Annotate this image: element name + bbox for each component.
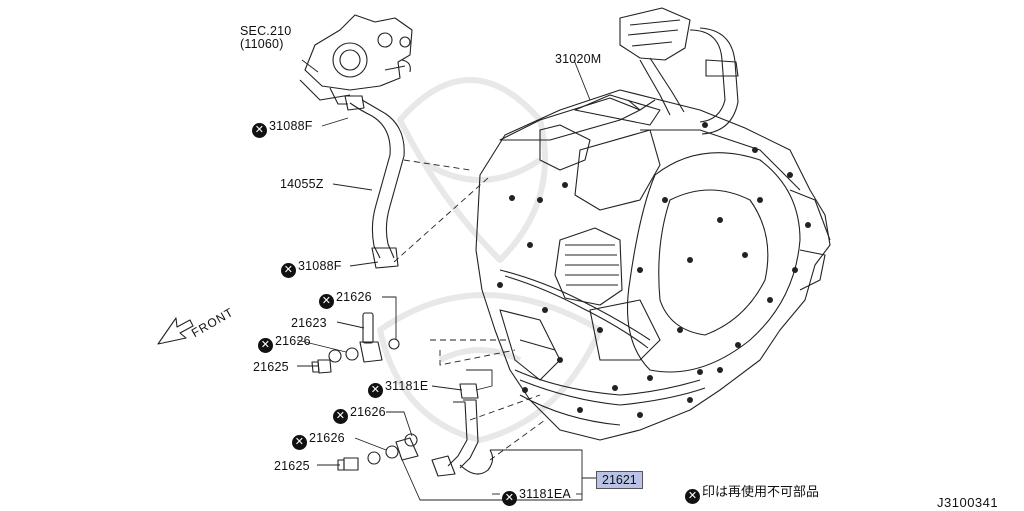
not-reusable-icon: ✕: [252, 123, 267, 138]
not-reusable-icon: ✕: [333, 409, 348, 424]
label-21625-a[interactable]: 21625: [253, 360, 289, 374]
label-21621-highlighted[interactable]: 21621: [596, 471, 643, 489]
label-21626-d[interactable]: ✕21626: [292, 431, 345, 450]
label-14055z[interactable]: 14055Z: [280, 177, 324, 191]
label-31088f-top[interactable]: ✕31088F: [252, 119, 313, 138]
label-21626-a[interactable]: ✕21626: [319, 290, 372, 309]
label-31020m[interactable]: 31020M: [555, 52, 602, 66]
label-31181ea[interactable]: ✕31181EA: [502, 487, 571, 506]
label-sec-210: SEC.210: [240, 24, 292, 38]
label-21625-b[interactable]: 21625: [274, 459, 310, 473]
not-reusable-icon: ✕: [281, 263, 296, 278]
leader-lines: [296, 59, 596, 501]
label-21626-b[interactable]: ✕21626: [258, 334, 311, 353]
not-reusable-note: ✕印は再使用不可部品: [685, 484, 819, 504]
label-31181e[interactable]: ✕31181E: [368, 379, 428, 398]
not-reusable-icon: ✕: [319, 294, 334, 309]
body-bolts: [497, 122, 811, 418]
leader-dashed-lines: [393, 159, 546, 461]
not-reusable-icon: ✕: [292, 435, 307, 450]
transmission-body: [475, 89, 831, 441]
not-reusable-icon: ✕: [368, 383, 383, 398]
hose-14055z: [344, 95, 405, 269]
wiring-harness: [619, 7, 739, 135]
not-reusable-icon: ✕: [258, 338, 273, 353]
front-arrow: [157, 317, 194, 345]
label-21623[interactable]: 21623: [291, 316, 327, 330]
label-31088f-bottom[interactable]: ✕31088F: [281, 259, 342, 278]
label-21626-c[interactable]: ✕21626: [333, 405, 386, 424]
not-reusable-icon: ✕: [685, 489, 700, 504]
label-sec-subref: (11060): [240, 37, 284, 51]
oil-pipe-fittings: [311, 312, 494, 477]
diagram-code: J3100341: [937, 495, 999, 510]
water-outlet-housing: [299, 14, 413, 105]
not-reusable-icon: ✕: [502, 491, 517, 506]
